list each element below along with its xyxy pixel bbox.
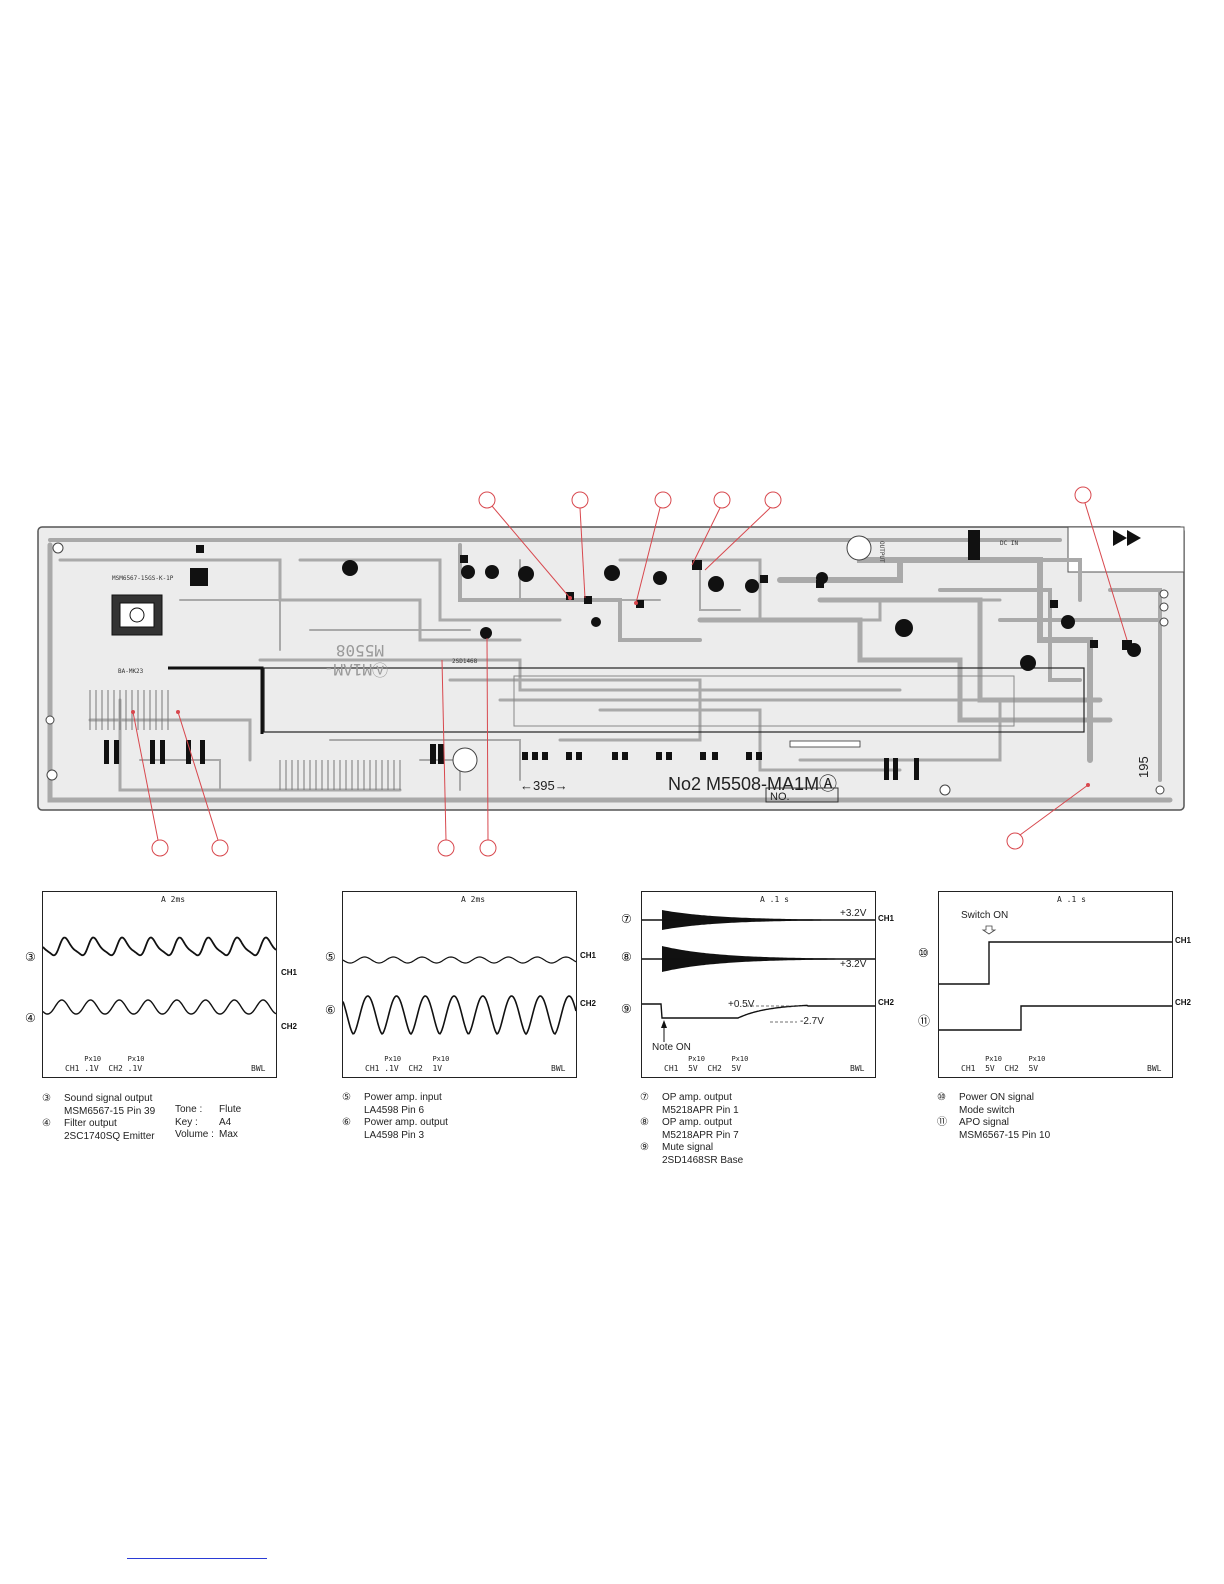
oscilloscope-1: A 2ms CH1 Px10.1V CH2 Px10.1V BWL	[42, 891, 277, 1078]
chip-label-2: 2SD1468	[452, 658, 478, 665]
scope-4-ch1-label: CH1	[1175, 936, 1192, 945]
scope-1-timebase: A 2ms	[161, 895, 186, 904]
no-box-label: NO.	[770, 791, 790, 803]
silk-m5508: M5508	[336, 641, 384, 660]
copper-traces	[47, 537, 1173, 803]
scope-1-ch1-label: CH1	[281, 968, 298, 977]
dimension-horizontal: ←395→	[520, 778, 568, 793]
chip-label-1: BA-MK23	[118, 668, 144, 675]
scope-1-traces	[43, 936, 276, 1015]
oscilloscope-3: A .1 s +3.2V +3.2V +0.5V -2.7V Note ON C…	[641, 891, 876, 1078]
scope-3-traces	[642, 910, 875, 1042]
scope-2-timebase: A 2ms	[461, 895, 486, 904]
scope-3-note-on: Note ON	[652, 1042, 691, 1053]
marker-6: ⑥	[325, 1003, 336, 1017]
fast-forward-icon	[1113, 530, 1141, 546]
scope-2-bwl: BWL	[551, 1064, 566, 1073]
scope-1-bwl: BWL	[251, 1064, 266, 1073]
scope-3-ch1-label: CH1	[878, 914, 895, 923]
callout-markers	[132, 486, 1128, 857]
scope-3-v3: +0.5V	[728, 999, 755, 1010]
marker-7: ⑦	[621, 912, 632, 926]
scope-3-timebase: A .1 s	[760, 895, 789, 904]
tone-settings: Tone :Flute Key :A4 Volume :Max	[175, 1104, 242, 1140]
chip-label-4: OUTPUT	[878, 541, 885, 563]
board-part-label: No2 M5508-MA1MⒶ	[668, 774, 837, 794]
scope-4-switch-on: Switch ON	[961, 910, 1009, 921]
marker-3: ③	[25, 950, 36, 964]
main-ic-chip	[111, 594, 163, 636]
scope-3-v4: -2.7V	[800, 1016, 824, 1027]
footer-link-underline[interactable]	[127, 1558, 267, 1559]
scope-2-ch2-label: CH2	[580, 999, 597, 1008]
marker-5: ⑤	[325, 950, 336, 964]
chip-label-3: DC IN	[1000, 540, 1018, 547]
components	[190, 530, 1141, 671]
scope-2-traces	[343, 956, 576, 1036]
scope-2-ch1-label: CH1	[580, 951, 597, 960]
chip-label-0: MSM6567-15GS-K-1P	[112, 575, 174, 582]
scope-3-ch2-label: CH2	[878, 998, 895, 1007]
scope-3-v2: +3.2V	[840, 959, 867, 970]
scope-3-bwl: BWL	[850, 1064, 865, 1073]
dimension-vertical: 195	[1136, 756, 1151, 778]
marker-8: ⑧	[621, 950, 632, 964]
silk-ma1m: ⒶM1AM-	[324, 660, 388, 679]
scope-3-v1: +3.2V	[840, 908, 867, 919]
scope-1-ch2-label: CH2	[281, 1022, 298, 1031]
marker-4: ④	[25, 1011, 36, 1025]
scope-4-timebase: A .1 s	[1057, 895, 1086, 904]
scope-4-traces	[939, 925, 1172, 1031]
marker-9: ⑨	[621, 1002, 632, 1016]
scope-4-ch2-label: CH2	[1175, 998, 1192, 1007]
scope-4-bwl: BWL	[1147, 1064, 1162, 1073]
pcb-board-diagram: M5508 ⒶM1AM- No2 M5508-MA1MⒶ ←395→ 195 N…	[37, 486, 1185, 857]
pin-rows	[104, 740, 919, 780]
marker-11: ⑪	[918, 1014, 931, 1028]
marker-10: ⑩	[918, 946, 929, 960]
scope-1-footer: CH1 Px10.1V CH2 Px10.1V	[65, 1055, 145, 1073]
